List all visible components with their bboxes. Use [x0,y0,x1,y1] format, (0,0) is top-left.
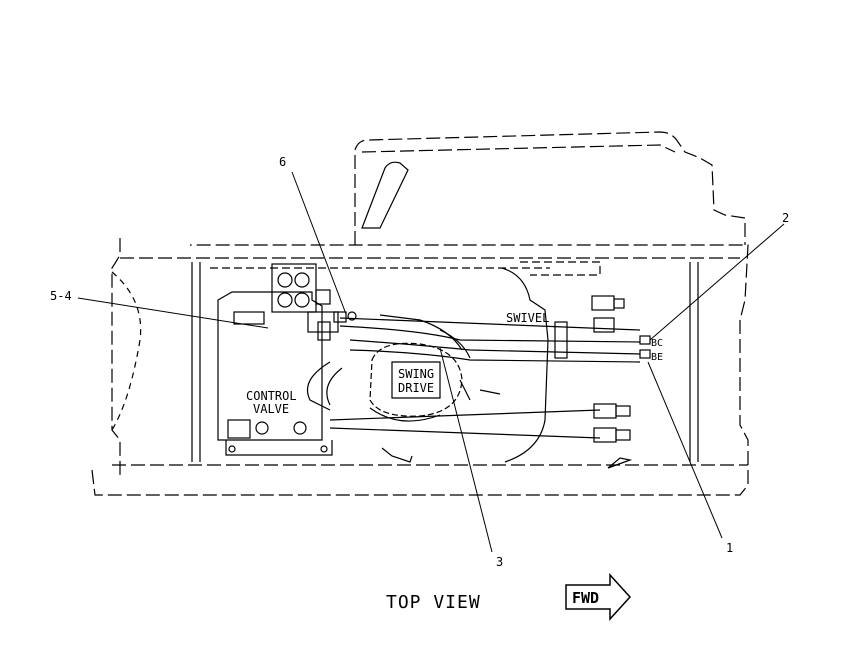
right-frame-rail [689,262,699,462]
cab-window [361,161,409,229]
hose-tag-lower: BE [651,352,663,363]
swivel-label: SWIVEL [506,311,549,325]
leader-line-3 [439,347,493,553]
lower-clip [381,447,413,463]
left-hatch [111,271,142,431]
callout-6: 6 [279,155,286,169]
valve-stack [271,263,331,313]
control-valve-label-line2: VALVE [253,402,289,416]
view-title: TOP VIEW [386,592,481,613]
leader-line-6 [291,171,347,315]
small-fitting [479,389,501,395]
left-frame-rail [191,262,201,462]
manifold-fittings [307,311,357,341]
callout-3: 3 [496,555,503,569]
fwd-arrow-label: FWD [572,589,599,607]
callout-5-4: 5-4 [50,289,72,303]
hose-bundle [306,314,641,439]
swivel-ring [501,267,549,463]
callout-1: 1 [726,541,733,555]
leader-line-1 [647,361,723,539]
inner-boundary [210,261,601,276]
control-valve-body [217,291,333,456]
swing-drive-label-line1: SWING [398,367,434,381]
right-fittings [554,295,651,443]
leader-line-2 [649,223,785,341]
control-valve-label-line1: CONTROL [246,389,297,403]
right-bracket [607,457,633,469]
swing-drive-label-line2: DRIVE [398,381,434,395]
cab-outline [354,131,746,245]
callout-2: 2 [782,211,789,225]
swing-drive-outline [391,361,441,399]
upper-structure-outline [91,238,749,496]
fwd-arrow-shape [565,573,632,621]
leader-line-5-4 [77,297,269,329]
hose-tag-upper: BC [651,338,663,349]
